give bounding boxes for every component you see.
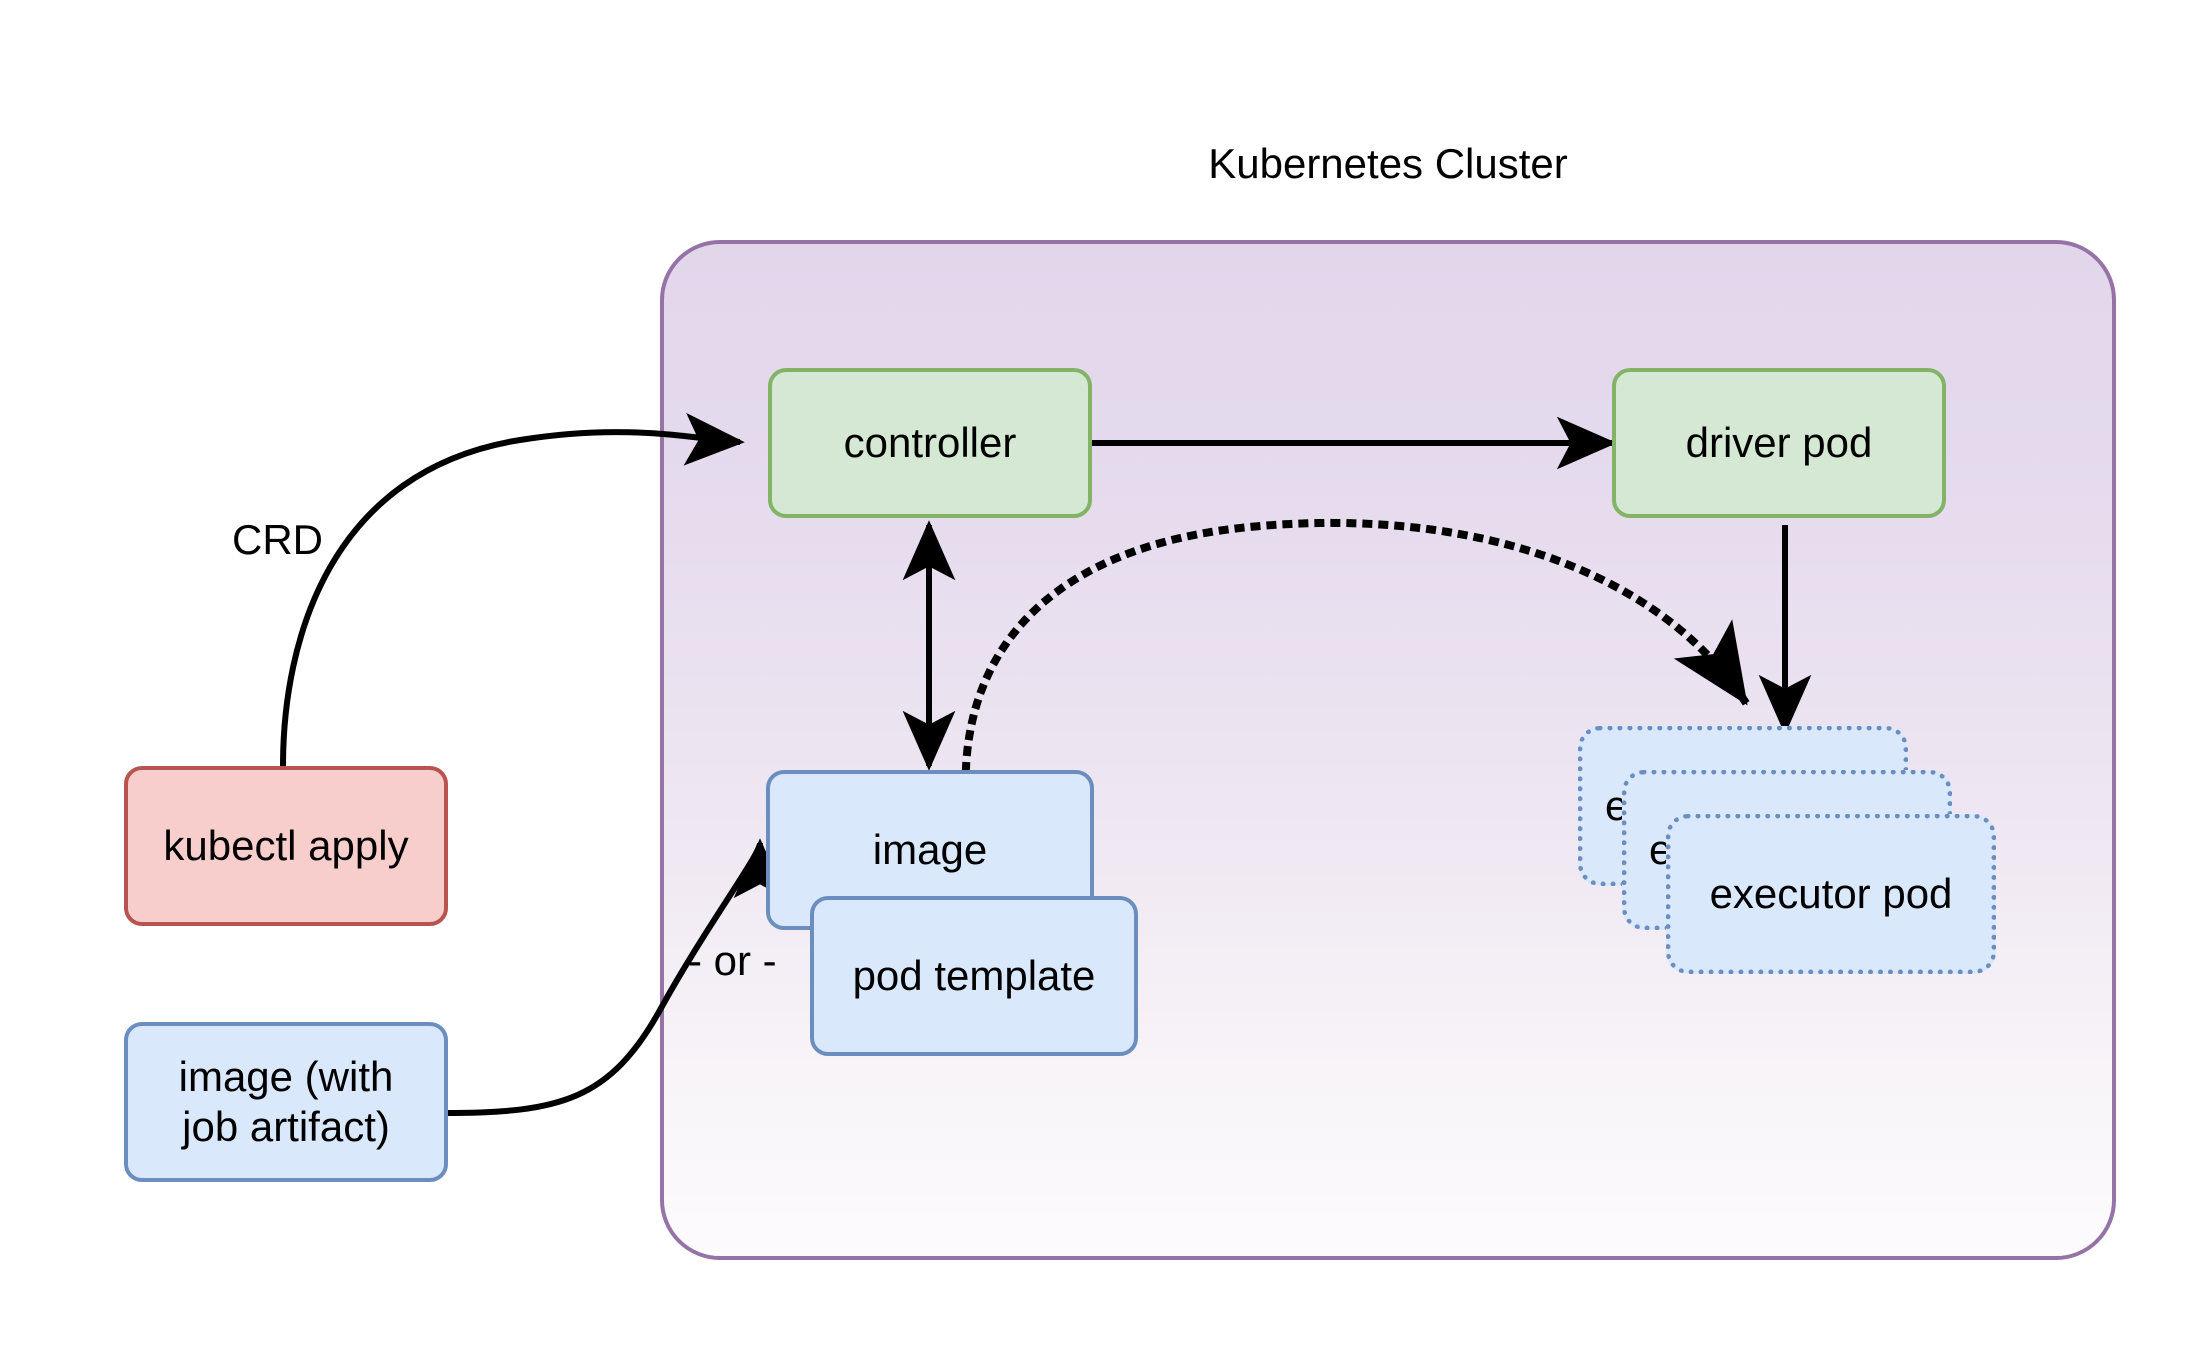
node-controller[interactable]: controller — [768, 368, 1092, 518]
edge-label-or: - or - — [688, 937, 777, 984]
node-driver-pod[interactable]: driver pod — [1612, 368, 1946, 518]
node-kubectl-apply-label: kubectl apply — [163, 822, 409, 870]
node-image-label: image — [872, 826, 988, 874]
edge-label-crd: CRD — [232, 516, 323, 563]
node-pod-template[interactable]: pod template — [810, 896, 1138, 1056]
node-image-with-job-artifact-label: image (with job artifact) — [178, 1053, 394, 1150]
node-pod-template-label: pod template — [852, 952, 1096, 1000]
node-executor-pod-front-label: executor pod — [1709, 870, 1953, 918]
node-executor-pod-front[interactable]: executor pod — [1666, 814, 1996, 974]
node-kubectl-apply[interactable]: kubectl apply — [124, 766, 448, 926]
node-controller-label: controller — [843, 419, 1017, 467]
node-driver-pod-label: driver pod — [1685, 419, 1873, 467]
node-image-with-job-artifact[interactable]: image (with job artifact) — [124, 1022, 448, 1182]
cluster-title: Kubernetes Cluster — [1208, 140, 1568, 187]
